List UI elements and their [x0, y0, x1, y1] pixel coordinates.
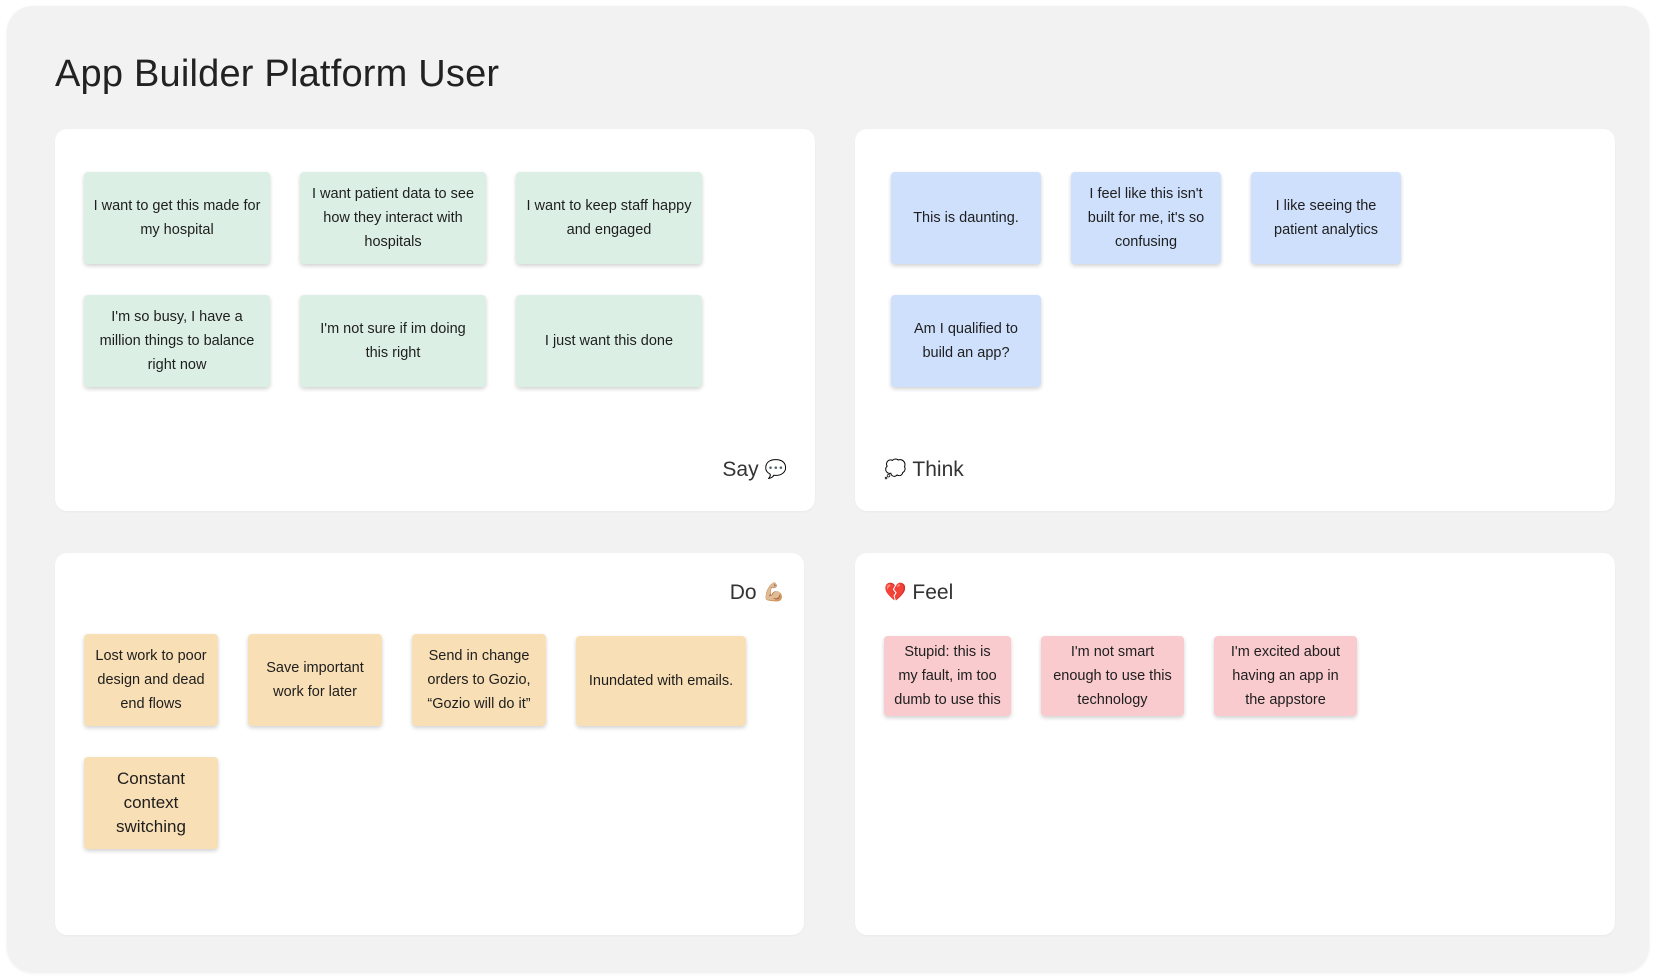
sticky-note[interactable]: I want to get this made for my hospital	[84, 172, 270, 264]
say-label: Say 💬	[722, 457, 787, 483]
do-quadrant: Do 💪🏼 Lost work to poor design and dead …	[55, 553, 804, 935]
sticky-note[interactable]: Lost work to poor design and dead end fl…	[84, 634, 218, 726]
sticky-note[interactable]: Save important work for later	[248, 634, 382, 726]
thought-bubble-icon: 💭	[884, 459, 907, 480]
feel-label: 💔 Feel	[884, 580, 953, 606]
feel-quadrant: 💔 Feel Stupid: this is my fault, im too …	[855, 553, 1615, 935]
sticky-note[interactable]: Send in change orders to Gozio, “Gozio w…	[412, 634, 546, 726]
empathy-map-board: App Builder Platform User I want to get …	[7, 6, 1649, 972]
sticky-note[interactable]: I'm not smart enough to use this technol…	[1041, 636, 1184, 716]
sticky-note[interactable]: I like seeing the patient analytics	[1251, 172, 1401, 264]
sticky-note[interactable]: Stupid: this is my fault, im too dumb to…	[884, 636, 1011, 716]
sticky-note[interactable]: Constant context switching	[84, 757, 218, 849]
sticky-note[interactable]: I just want this done	[516, 295, 702, 387]
think-quadrant: This is daunting. I feel like this isn't…	[855, 129, 1615, 511]
sticky-note[interactable]: I'm excited about having an app in the a…	[1214, 636, 1357, 716]
say-quadrant: I want to get this made for my hospital …	[55, 129, 815, 511]
sticky-note[interactable]: This is daunting.	[891, 172, 1041, 264]
speech-bubble-icon: 💬	[764, 459, 787, 480]
sticky-note[interactable]: Inundated with emails.	[576, 636, 746, 726]
broken-heart-icon: 💔	[884, 582, 907, 603]
sticky-note[interactable]: I'm not sure if im doing this right	[300, 295, 486, 387]
sticky-note[interactable]: I feel like this isn't built for me, it'…	[1071, 172, 1221, 264]
say-label-text: Say	[722, 458, 759, 481]
do-label: Do 💪🏼	[730, 580, 785, 606]
think-label: 💭 Think	[884, 457, 964, 483]
board-title: App Builder Platform User	[55, 53, 500, 95]
sticky-note[interactable]: I'm so busy, I have a million things to …	[84, 295, 270, 387]
think-label-text: Think	[912, 458, 964, 481]
sticky-note[interactable]: I want patient data to see how they inte…	[300, 172, 486, 264]
feel-label-text: Feel	[912, 581, 954, 604]
sticky-note[interactable]: Am I qualified to build an app?	[891, 295, 1041, 387]
sticky-note[interactable]: I want to keep staff happy and engaged	[516, 172, 702, 264]
flexed-biceps-icon: 💪🏼	[762, 582, 785, 603]
do-label-text: Do	[729, 581, 757, 604]
